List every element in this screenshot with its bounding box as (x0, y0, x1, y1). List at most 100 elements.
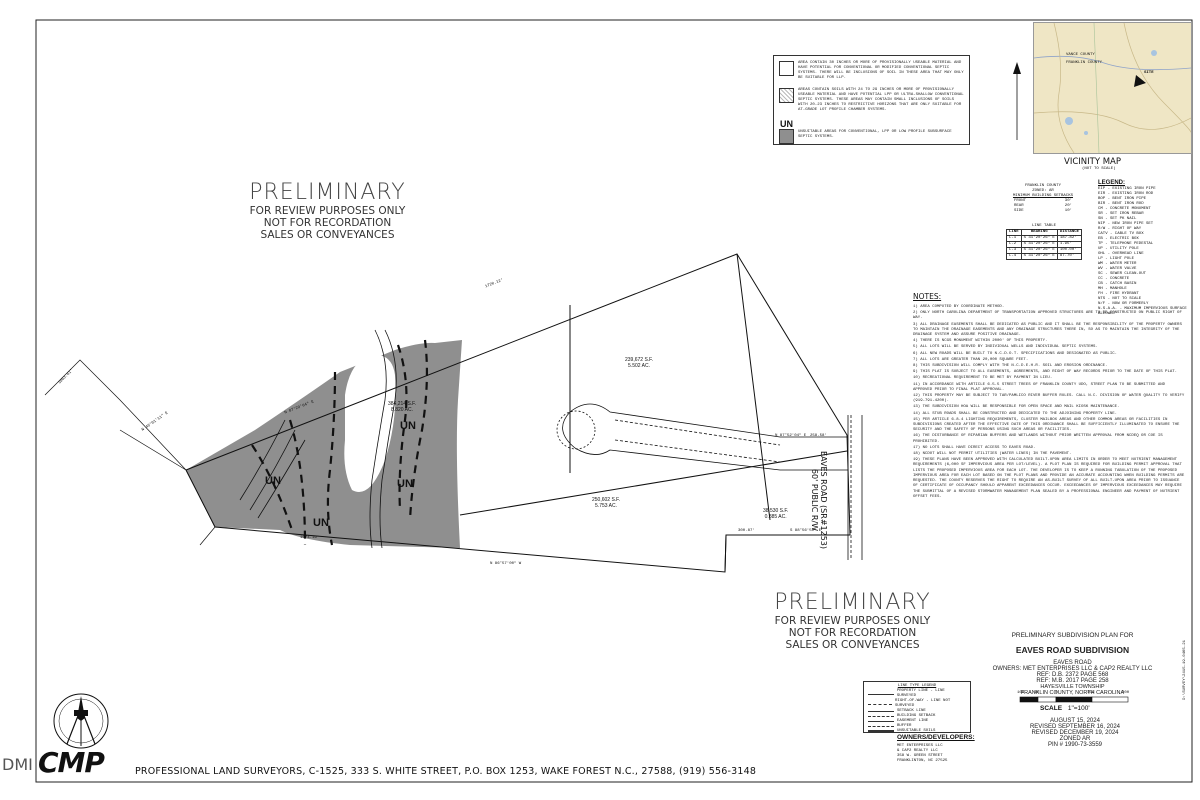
preliminary-line: FOR REVIEW PURPOSES ONLY (249, 205, 406, 217)
bearing-label: N 87°52'04" E (775, 434, 807, 438)
cul-de-sac-road (556, 403, 848, 471)
surveyor-info: PROFESSIONAL LAND SURVEYORS, C-1525, 333… (135, 766, 757, 777)
preliminary-line: NOT FOR RECORDATION (263, 217, 392, 229)
setback-value: 30' (1064, 199, 1072, 203)
stream-lines (239, 329, 397, 549)
line-table: LINE TABLE LINE BEARING DISTANCE L-1 S 3… (1006, 224, 1083, 260)
preliminary-stamp-top: PRELIMINARY FOR REVIEW PURPOSES ONLY NOT… (245, 180, 410, 241)
scale-label: SCALE 1"=100' (1040, 705, 1090, 712)
scale-word: SCALE (1040, 705, 1063, 712)
bearing-label: 1574.16' (300, 536, 320, 540)
line-table-grid: LINE BEARING DISTANCE L-1 S 31°20'26" E … (1006, 229, 1083, 260)
line-type-item: RIGHT-OF-WAY - LINE NOT SURVEYED (868, 699, 966, 709)
line-type-legend: LINE TYPE LEGEND PROPERTY LINE - LINE SU… (863, 681, 971, 733)
plan-pin: PIN # 1990-73-3559 (1047, 742, 1103, 748)
line-type-sample (868, 721, 894, 722)
lot-area: 250,602 S.F. 5.753 AC. (592, 497, 620, 509)
line-type-item: BUILDING SETBACK (868, 714, 966, 719)
title-block-line: FRANKLIN COUNTY, NORTH CAROLINA (1020, 690, 1125, 696)
note-item: 3) ALL DRAINAGE EASEMENTS SHALL BE DEDIC… (913, 322, 1182, 338)
suitable-swatch (779, 61, 794, 76)
abbreviation-item: WM - WATER METER (1098, 262, 1137, 266)
setback-label: SIDE (1014, 209, 1024, 213)
vicinity-map-subtitle: (NOT TO SCALE) (1082, 167, 1116, 171)
line-type-label: BUILDING SETBACK (897, 714, 936, 718)
note-item: 1) AREA COMPUTED BY COORDINATE METHOD. (913, 305, 1005, 309)
bearing-label: N 86°57'00" W (490, 562, 522, 566)
abbreviation-item: EIP - EXISTING IRON PIPE (1098, 187, 1156, 191)
scale-tick: 50 (1034, 691, 1039, 695)
setback-label: FRONT (1014, 199, 1027, 203)
line-table-cell: 87.70' (1056, 253, 1083, 260)
zoning-setbacks-title: MINIMUM BUILDING SETBACKS (1012, 194, 1073, 198)
preliminary-title: PRELIMINARY (249, 180, 406, 205)
lot-area-ac: 0.885 AC. (764, 514, 787, 520)
abbreviation-item: TP - TELEPHONE PEDESTAL (1098, 242, 1154, 246)
abbreviation-item: NTS - NOT TO SCALE (1098, 297, 1142, 301)
preliminary-line: FOR REVIEW PURPOSES ONLY (774, 615, 931, 627)
abbreviation-item: MH - MANHOLE (1098, 287, 1127, 291)
owners-developers: OWNERS/DEVELOPERS: MET ENTERPRISES LLC &… (897, 734, 975, 764)
setback-label: REAR (1014, 204, 1024, 208)
abbreviation-item: CB - CATCH BASIN (1098, 282, 1137, 286)
preliminary-line: SALES OR CONVEYANCES (260, 229, 395, 241)
suitable-island (344, 354, 396, 492)
un-label: UN (400, 420, 416, 432)
preliminary-title: PRELIMINARY (774, 590, 931, 615)
abbreviation-item: EIR - EXISTING IRON ROD (1098, 192, 1154, 196)
scale-value: 1"=100' (1067, 705, 1090, 712)
line-type-sample (868, 711, 894, 712)
abbreviation-legend-title: LEGEND: (1098, 180, 1125, 186)
notes-block: NOTES: 1) AREA COMPUTED BY COORDINATE ME… (913, 292, 1185, 501)
zoning-zone: ZONED: AR (1032, 189, 1054, 193)
note-item: 15) PER ARTICLE 6.8.4 LIGHTING REQUIREME… (913, 417, 1180, 433)
abbreviation-item: NIP - NEW IRON PIPE SET (1098, 222, 1154, 226)
soil-legend-item-suitable: AREA CONTAIN 30 INCHES OR MORE OF PROVIS… (779, 61, 964, 81)
vicinity-map-drawing (1034, 23, 1191, 153)
notes-list: 1) AREA COMPUTED BY COORDINATE METHOD.2)… (913, 305, 1185, 500)
owners-title: OWNERS/DEVELOPERS: (897, 734, 975, 741)
unsuitable-boundaries (251, 339, 429, 546)
lot-area-ac: 8.820 AC. (391, 407, 414, 413)
abbreviation-item: UP - UTILITY POLE (1098, 247, 1139, 251)
line-type-legend-title: LINE TYPE LEGEND (897, 684, 937, 688)
title-block-line: EAVES ROAD (1053, 660, 1092, 666)
company-logo: CMP (38, 746, 105, 779)
un-label: UN (265, 475, 281, 487)
legend-text: UNSUITABLE AREAS FOR CONVENTIONAL, LPP O… (798, 130, 952, 139)
unsuitable-swatch (779, 129, 794, 144)
plan-date: AUGUST 15, 2024 (1050, 718, 1100, 724)
preliminary-stamp-bottom: PRELIMINARY FOR REVIEW PURPOSES ONLY NOT… (765, 590, 940, 651)
bearing-label: 258.58' (810, 434, 827, 438)
plan-revision: REVISED SEPTEMBER 16, 2024 (1029, 724, 1121, 730)
lot-area-ac: 5.502 AC. (628, 363, 651, 369)
title-block-line: HAYESVILLE TOWNSHIP (1040, 684, 1105, 690)
soil-legend-item-lpp: AREAS CONTAIN SOILS WITH 24 TO 29 INCHES… (779, 88, 964, 113)
line-type-item: UNSUITABLE SOILS (868, 729, 966, 734)
lot-area-sf: 239,672 S.F. (625, 357, 654, 363)
abbreviation-item: SN - SET PK NAIL (1098, 217, 1137, 221)
abbreviation-item: FH - FIRE HYDRANT (1098, 292, 1139, 296)
note-item: 6) ALL NEW ROADS WILL BE BUILT TO N.C.D.… (913, 351, 1118, 356)
owner-line: 358 W. GREEN STREET (897, 754, 943, 758)
abbreviation-item: EB - ELECTRIC BOX (1098, 237, 1139, 241)
abbreviation-item: CM - CONCRETE MONUMENT (1098, 207, 1151, 211)
note-item: 19) THESE PLANS HAVE BEEN APPROVED WITH … (913, 458, 1185, 499)
note-item: 10) RECREATIONAL REQUIREMENT TO BE MET B… (913, 376, 1053, 381)
vicinity-map: VANCE COUNTY FRANKLIN COUNTY SITE (1033, 22, 1192, 154)
note-item: 5) ALL LOTS WILL BE SERVED BY INDIVIDUAL… (913, 345, 1098, 350)
vicinity-site-label: SITE (1144, 71, 1154, 75)
line-type-item: EASEMENT LINE (868, 719, 966, 724)
lot-area: 384,214 S.F. 8.820 AC. (388, 401, 416, 413)
legend-text: AREA CONTAIN 30 INCHES OR MORE OF PROVIS… (798, 61, 964, 80)
abbreviation-item: N/F - NOW OR FORMERLY (1098, 302, 1149, 306)
scale-tick: 0 (1055, 691, 1058, 695)
vicinity-map-title: VICINITY MAP (1064, 157, 1121, 167)
line-type-sample (868, 730, 894, 733)
un-symbol: UN (780, 119, 793, 129)
title-block-line: REF: M.B. 2017 PAGE 258 (1036, 678, 1109, 684)
